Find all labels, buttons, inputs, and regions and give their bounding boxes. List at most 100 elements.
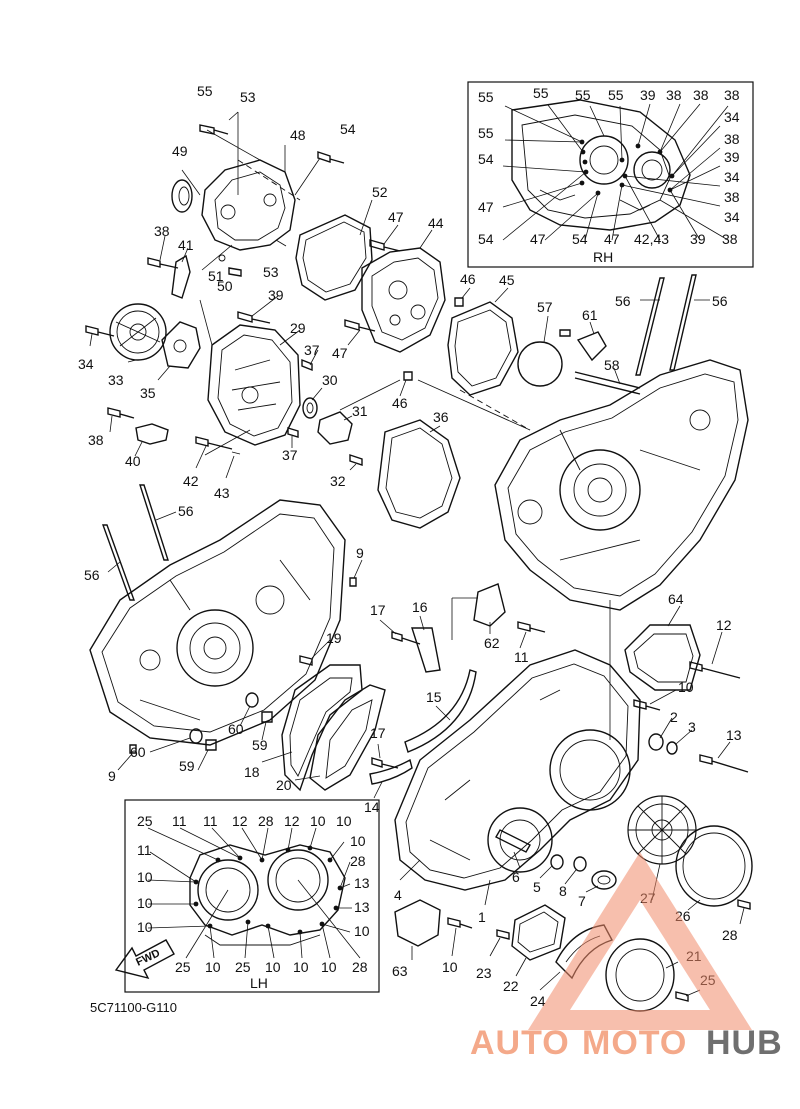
lh-callout: 25 [137,813,153,829]
callout: 17 [370,602,386,618]
callout: 49 [172,143,188,159]
callout: 47 [332,345,348,361]
gasket-cover-44: 52 47 44 [295,184,446,353]
callout: 30 [322,372,338,388]
diagram-code: 5C71100-G110 [90,1000,177,1015]
lh-callout: 28 [352,959,368,975]
rh-callout: 38 [724,87,740,103]
studs-56-right: 56 56 [615,274,728,376]
lh-callout: 13 [354,875,370,891]
callout: 43 [214,485,230,501]
clutch-cover-group: 55 53 48 54 49 51 50 53 [171,83,356,294]
bracket-62: 62 11 [473,583,546,665]
callout: 14 [364,799,380,815]
rh-inset-label: RH [593,249,613,265]
lh-callout: 10 [205,959,221,975]
watermark-hub: HUB [706,1024,783,1062]
callout: 9 [356,545,364,561]
callout: 38 [154,223,170,239]
rh-callout: 34 [724,169,740,185]
callout: 53 [240,89,256,105]
watermark-moto: MOTO [582,1024,687,1062]
plate-41: 38 41 [147,223,194,299]
callout: 23 [476,965,492,981]
watermark-auto: AUTO [470,1024,570,1062]
callout: 40 [125,453,141,469]
rh-callout: 55 [478,89,494,105]
rh-callout: 38 [724,131,740,147]
callout: 44 [428,215,444,231]
callout: 59 [179,758,195,774]
callout: 10 [442,959,458,975]
callout: 60 [130,744,146,760]
lh-inset-label: LH [250,975,268,991]
rh-callout: 39 [690,231,706,247]
callout: 18 [244,764,260,780]
callout: 11 [514,649,529,665]
rh-callout: 55 [608,87,624,103]
callout: 13 [726,727,742,743]
rh-callout: 39 [640,87,656,103]
lh-callout: 28 [350,853,366,869]
callout: 48 [290,127,306,143]
callout: 10 [678,679,694,695]
callout: 8 [559,883,567,899]
callout: 41 [178,237,194,253]
callout: 5 [533,879,541,895]
callout: 6 [512,869,520,885]
callout: 60 [228,721,244,737]
callout: 59 [252,737,268,753]
rh-callout: 55 [478,125,494,141]
callout: 64 [668,591,684,607]
lh-callout: 10 [321,959,337,975]
callout: 62 [484,635,500,651]
lh-callout: 12 [284,813,300,829]
lh-callout: 11 [203,813,218,829]
callout: 29 [290,320,306,336]
callout: 16 [412,599,428,615]
lh-callout: 10 [354,923,370,939]
callout: 36 [433,409,449,425]
callout: 3 [688,719,696,735]
watermark [528,852,752,1030]
callout: 34 [78,356,94,372]
rh-callout: 34 [724,209,740,225]
cover-64: 64 12 10 2 3 13 [624,591,749,773]
callout: 4 [394,887,402,903]
callout: 9 [108,768,116,784]
lh-callout: 12 [232,813,248,829]
callout: 2 [670,709,678,725]
rh-callout: 55 [533,85,549,101]
seal-30: 30 31 32 [302,372,368,489]
callout: 61 [582,307,598,323]
callout: 56 [178,503,194,519]
fwd-arrow: FWD [114,939,175,980]
rh-callout: 54 [478,151,494,167]
rh-callout: 47 [530,231,546,247]
reference-lines [199,159,611,740]
lh-callout: 10 [350,833,366,849]
lh-callout: 10 [336,813,352,829]
callout: 33 [108,372,124,388]
gasket-45: 46 45 [447,271,519,396]
rh-inset: 55 55 55 55 39 38 38 38 55 34 38 54 39 3… [467,81,754,268]
shaft-6: 6 5 8 7 [495,829,617,909]
rh-callout: 55 [575,87,591,103]
watermark-text: AUTO MOTO HUB [470,1024,783,1062]
callout: 56 [615,293,631,309]
callout: 53 [263,264,279,280]
cover-29: 39 29 37 47 [207,287,376,446]
callout: 52 [372,184,388,200]
watermark-triangle-icon [528,852,752,1030]
callout: 55 [197,83,213,99]
rh-callout: 54 [572,231,588,247]
rh-callout: 47 [604,231,620,247]
callout: 24 [530,993,546,1009]
lh-callout: 25 [175,959,191,975]
oring-57: 57 61 58 [517,299,641,395]
callout: 56 [84,567,100,583]
callout: 1 [478,909,486,925]
callout: 32 [330,473,346,489]
rotor-33: 34 33 35 [78,303,201,401]
callout: 22 [503,978,519,994]
